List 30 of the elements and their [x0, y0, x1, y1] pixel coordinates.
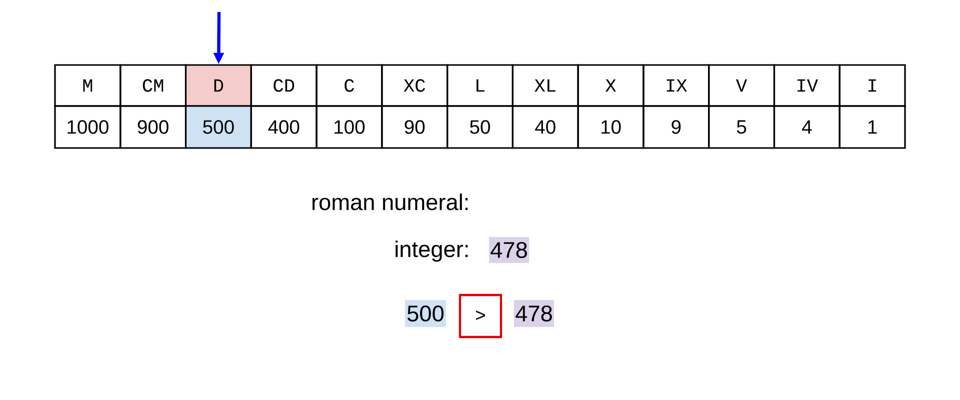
table-cell: IV	[773, 64, 840, 107]
table-cell: 5	[708, 105, 776, 149]
table-cell: CD	[250, 64, 318, 107]
table-cell: XC	[381, 64, 448, 107]
table-cell: 10	[577, 105, 644, 149]
table-cell: C	[316, 64, 383, 107]
text-label: integer:	[396, 240, 468, 262]
table-cell: 100	[316, 105, 383, 149]
table-cell: 400	[250, 105, 318, 149]
comparison-box: >	[458, 294, 502, 338]
highlighted-number: 500	[405, 300, 446, 327]
table-cell: XL	[512, 64, 579, 107]
table-cell: 50	[446, 105, 514, 149]
table-cell: 90	[381, 105, 448, 149]
table-cell: D	[184, 64, 252, 107]
table-cell: 9	[642, 105, 710, 149]
table-cell: M	[54, 64, 122, 107]
table-cell: 1000	[54, 105, 122, 149]
table-cell: V	[708, 64, 776, 107]
highlighted-number: 478	[489, 237, 529, 263]
table-cell: IX	[642, 64, 710, 107]
table-cell: 1	[838, 105, 906, 149]
table-cell: L	[446, 64, 514, 107]
table-cell: 4	[773, 105, 840, 149]
table-cell: I	[838, 64, 906, 107]
table-cell: X	[577, 64, 644, 107]
table-cell: 500	[184, 105, 252, 149]
highlighted-number: 478	[514, 300, 554, 327]
table-cell: 40	[512, 105, 579, 149]
text-label: roman numeral:	[312, 194, 468, 210]
